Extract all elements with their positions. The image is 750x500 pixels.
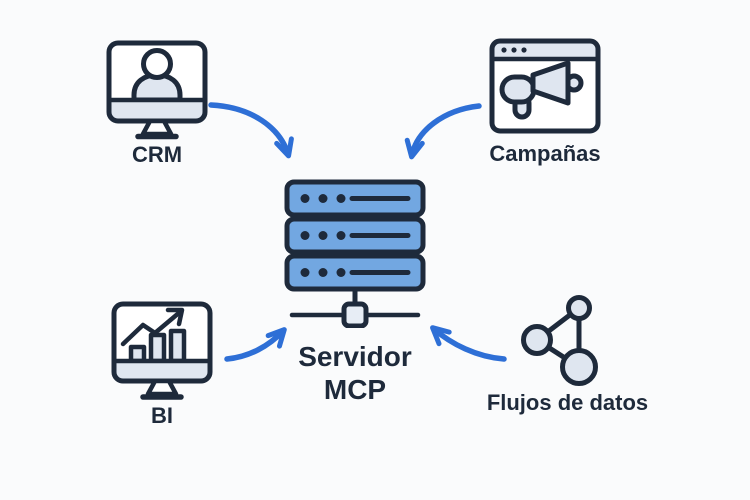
node-label-campaigns: Campañas — [489, 141, 601, 166]
node-server-mcp: Servidor MCP — [275, 176, 435, 406]
campaigns-browser-icon — [489, 38, 601, 134]
crm-monitor-icon — [106, 40, 208, 140]
server-label-line1: Servidor — [298, 341, 412, 372]
node-label-data-flows: Flujos de datos — [486, 390, 649, 415]
bi-chart-icon — [111, 301, 213, 400]
arrow-campaigns-to-server — [404, 103, 482, 160]
node-bi: BI — [97, 296, 227, 428]
node-crm: CRM — [92, 36, 222, 167]
node-data-flows: Flujos de datos — [470, 283, 665, 415]
node-label-bi: BI — [151, 403, 173, 428]
node-label-server: Servidor MCP — [298, 340, 412, 406]
server-stack-icon — [284, 179, 426, 328]
arrow-crm-to-server — [208, 102, 294, 159]
data-flows-network-icon — [520, 295, 598, 386]
node-label-crm: CRM — [131, 142, 183, 167]
node-campaigns: Campañas — [480, 36, 610, 166]
server-label-line2: MCP — [323, 374, 387, 406]
